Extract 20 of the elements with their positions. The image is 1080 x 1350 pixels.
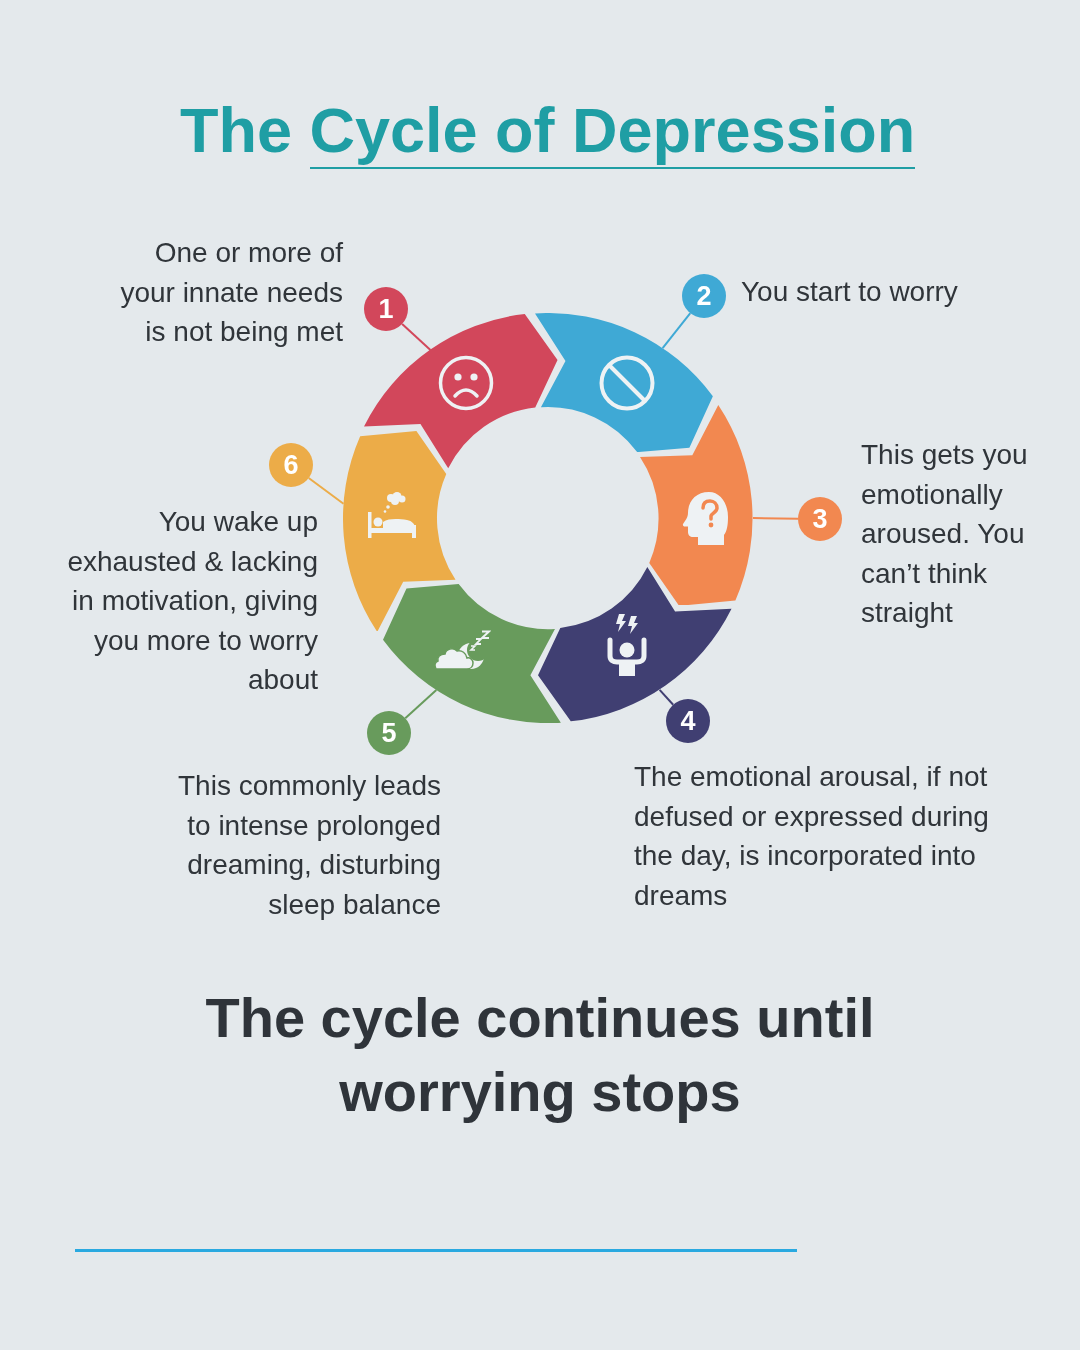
step-description: This commonly leads to intense prolonged dreaming, disturbing sleep balance — [177, 769, 441, 922]
leader-line — [404, 688, 438, 720]
number-badge: 2 — [682, 274, 726, 318]
step-description: You start to worry — [741, 275, 958, 309]
number-badge: 4 — [666, 699, 710, 743]
number-badge: 6 — [269, 443, 313, 487]
step-description: This gets you emotionally aroused. You can’t think straight — [861, 438, 1029, 630]
step-description: You wake up exhausted & lacking in motivation, giving you more to worry about — [66, 505, 318, 697]
caption: The cycle continues until worrying stops — [204, 985, 876, 1125]
leader-line — [661, 312, 692, 350]
leader-line — [752, 517, 799, 520]
number-badge: 3 — [798, 497, 842, 541]
leader-line — [658, 688, 675, 706]
number-badge: 5 — [367, 711, 411, 755]
title: The Cycle of Depression — [180, 95, 916, 165]
leader-line — [307, 477, 345, 505]
leader-line — [401, 322, 432, 352]
step-description: One or more of your innate needs is not being met — [119, 236, 343, 349]
step-description: The emotional arousal, if not defused or expressed during the day, is incorporated into dreams — [634, 760, 990, 913]
number-badge: 1 — [364, 287, 408, 331]
